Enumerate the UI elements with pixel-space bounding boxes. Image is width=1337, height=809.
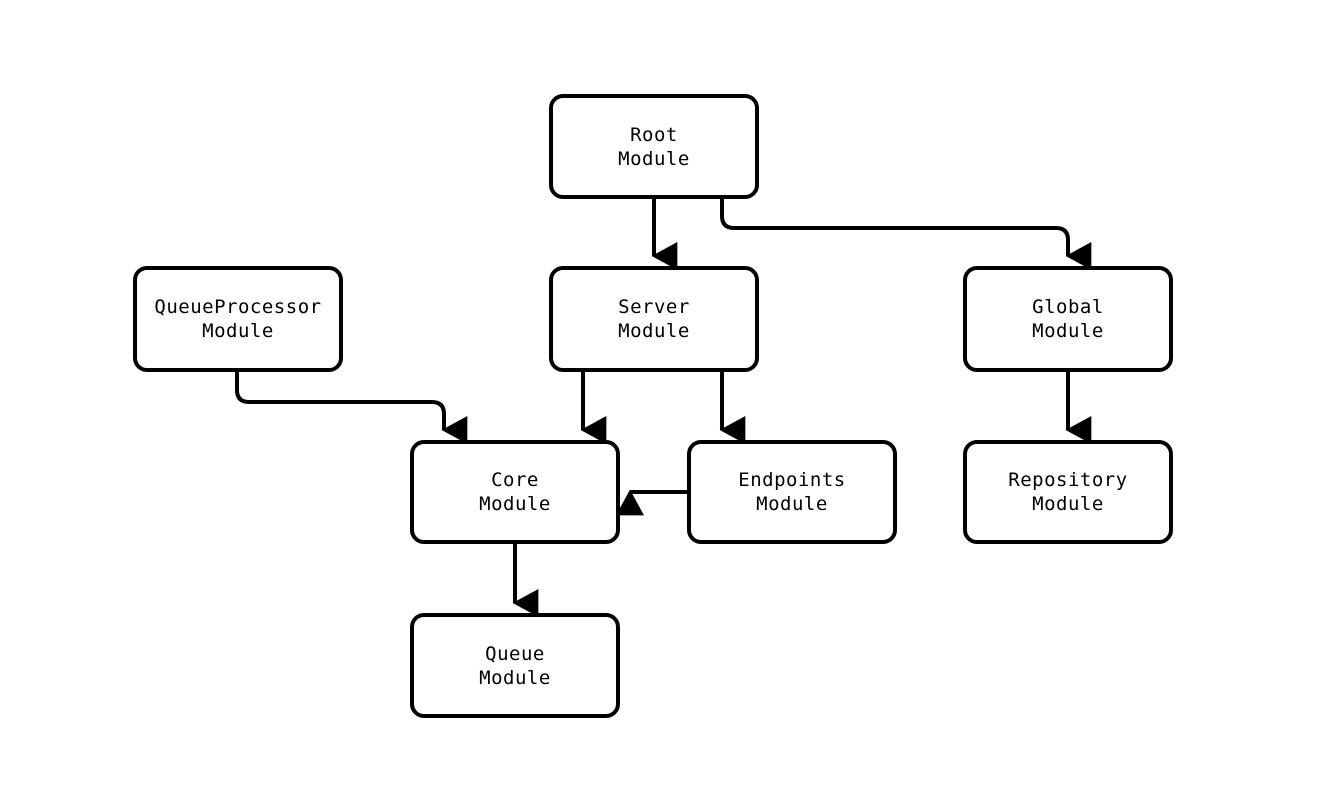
node-label-primary: Queue: [485, 642, 545, 665]
node-label-secondary: Module: [618, 147, 690, 170]
node-label-secondary: Module: [756, 493, 828, 515]
node-label-primary: Repository: [1008, 469, 1128, 491]
node-label-secondary: Module: [202, 320, 274, 342]
node-label-primary: Core: [491, 469, 539, 491]
node-label-secondary: Module: [479, 666, 551, 689]
edge-root-global: [720, 199, 1092, 270]
node-label-primary: QueueProcessor: [154, 296, 322, 318]
node-label-secondary: Module: [1032, 493, 1104, 515]
node-label-secondary: Module: [479, 493, 551, 515]
node-label-secondary: Module: [1032, 320, 1104, 342]
node-label-primary: Server: [618, 296, 690, 318]
node-label-secondary: Module: [618, 320, 690, 342]
edge-queueprocessor-core: [235, 372, 468, 444]
node-label-primary: Endpoints: [738, 469, 846, 491]
node-label-primary: Global: [1032, 296, 1104, 318]
node-label-primary: Root: [630, 123, 678, 146]
